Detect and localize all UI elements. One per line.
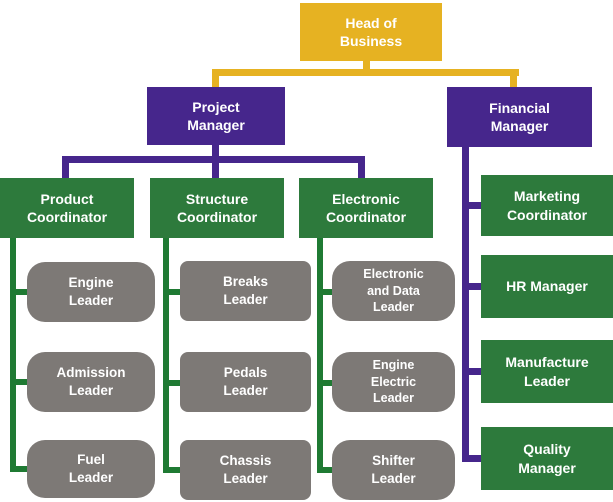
connector-stub-admission	[10, 379, 28, 385]
connector-product-spine	[10, 238, 16, 472]
connector-stub-manufacture	[462, 368, 483, 375]
connector-drop-project-manager	[212, 69, 219, 88]
node-engine-leader-label: Engine Leader	[68, 275, 114, 308]
node-financial-manager: Financial Manager	[447, 87, 592, 147]
connector-drop-financial-manager	[510, 69, 517, 88]
connector-structure-spine	[163, 238, 169, 470]
connector-stub-pedals	[163, 380, 181, 386]
node-pedals-leader: Pedals Leader	[180, 352, 311, 412]
connector-stub-hr	[462, 283, 483, 290]
node-hr-manager: HR Manager	[481, 255, 613, 318]
connector-project-drop	[212, 145, 219, 163]
node-structure-coordinator-label: Structure Coordinator	[176, 190, 258, 225]
connector-stub-chassis	[163, 467, 181, 473]
node-pedals-leader-label: Pedals Leader	[223, 365, 268, 398]
node-engine-electric-leader-label: Engine Electric Leader	[370, 358, 417, 406]
node-shifter-leader-label: Shifter Leader	[371, 453, 416, 486]
connector-head-drop	[363, 61, 370, 76]
node-engine-leader: Engine Leader	[27, 262, 155, 322]
node-structure-coordinator: Structure Coordinator	[150, 178, 284, 238]
node-breaks-leader-label: Breaks Leader	[222, 274, 269, 307]
connector-stub-shifter	[317, 467, 333, 473]
connector-drop-electronic	[358, 156, 365, 179]
connector-stub-breaks	[163, 289, 181, 295]
connector-stub-quality	[462, 455, 483, 462]
connector-stub-fuel	[10, 466, 28, 472]
connector-financial-spine	[462, 147, 469, 462]
node-shifter-leader: Shifter Leader	[332, 440, 455, 500]
node-electronic-and-data-leader: Electronic and Data Leader	[332, 261, 455, 321]
node-head-of-business: Head of Business	[300, 3, 442, 61]
node-electronic-and-data-leader-label: Electronic and Data Leader	[363, 267, 424, 315]
connector-stub-marketing	[462, 202, 483, 209]
node-project-manager: Project Manager	[147, 87, 285, 145]
node-hr-manager-label: HR Manager	[506, 278, 588, 295]
node-marketing-coordinator: Marketing Coordinator	[481, 175, 613, 236]
node-fuel-leader-label: Fuel Leader	[68, 452, 114, 485]
connector-electronic-spine	[317, 238, 323, 470]
connector-drop-structure	[212, 156, 219, 179]
node-financial-manager-label: Financial Manager	[489, 99, 550, 134]
node-manufacture-leader: Manufacture Leader	[481, 340, 613, 403]
node-project-manager-label: Project Manager	[187, 98, 245, 133]
node-breaks-leader: Breaks Leader	[180, 261, 311, 321]
node-product-coordinator-label: Product Coordinator	[26, 190, 108, 225]
node-engine-electric-leader: Engine Electric Leader	[332, 352, 455, 412]
node-head-of-business-label: Head of Business	[339, 14, 403, 49]
node-quality-manager-label: Quality Manager	[518, 441, 576, 476]
connector-managers-bar	[212, 69, 519, 76]
node-marketing-coordinator-label: Marketing Coordinator	[506, 188, 588, 223]
node-electronic-coordinator-label: Electronic Coordinator	[325, 190, 407, 225]
node-admission-leader: Admission Leader	[27, 352, 155, 412]
node-manufacture-leader-label: Manufacture Leader	[505, 354, 589, 389]
node-chassis-leader: Chassis Leader	[180, 440, 311, 500]
node-chassis-leader-label: Chassis Leader	[219, 453, 272, 486]
node-quality-manager: Quality Manager	[481, 427, 613, 490]
connector-stub-electronic-data	[317, 289, 333, 295]
node-product-coordinator: Product Coordinator	[0, 178, 134, 238]
node-admission-leader-label: Admission Leader	[56, 365, 126, 398]
connector-stub-engine	[10, 289, 28, 295]
connector-drop-product	[62, 156, 69, 179]
node-fuel-leader: Fuel Leader	[27, 440, 155, 498]
connector-stub-engine-electric	[317, 380, 333, 386]
node-electronic-coordinator: Electronic Coordinator	[299, 178, 433, 238]
